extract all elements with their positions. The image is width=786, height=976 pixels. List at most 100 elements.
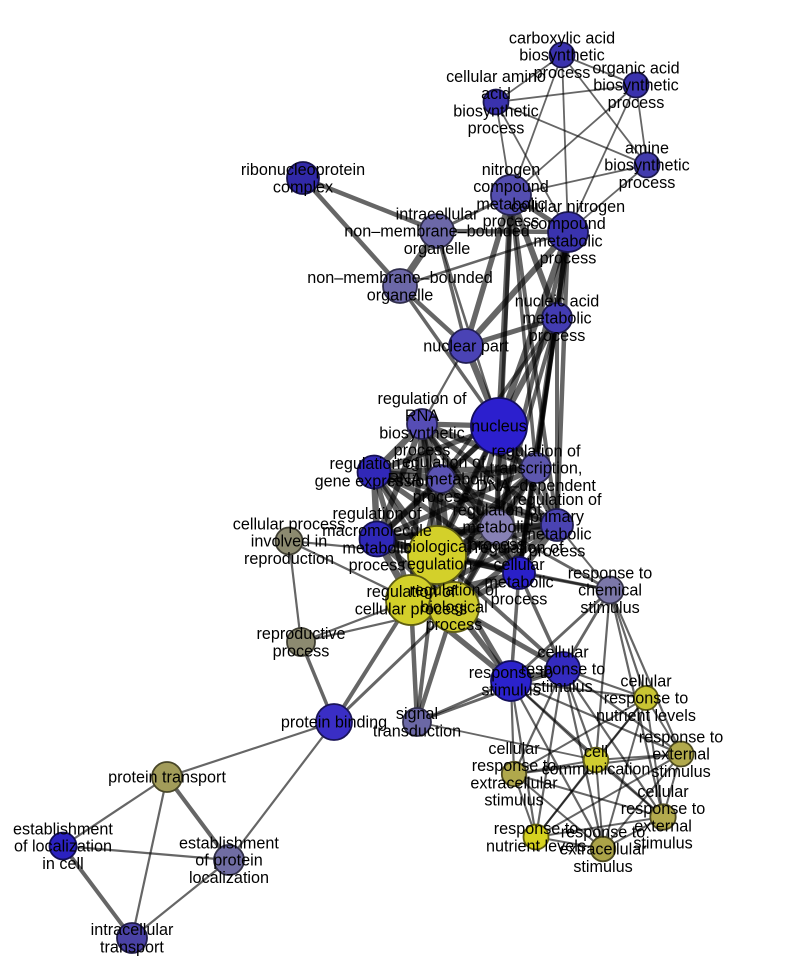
svg-text:protein binding: protein binding xyxy=(281,714,387,732)
svg-text:cell: cell xyxy=(584,743,608,761)
svg-text:process: process xyxy=(491,591,548,609)
svg-text:cellular process: cellular process xyxy=(355,600,467,618)
svg-text:process: process xyxy=(483,213,540,231)
svg-text:biosynthetic: biosynthetic xyxy=(604,157,689,175)
svg-text:metabolic: metabolic xyxy=(522,525,591,543)
svg-text:response to: response to xyxy=(568,565,653,583)
svg-text:external: external xyxy=(634,817,692,835)
svg-text:gene expression: gene expression xyxy=(315,472,434,490)
svg-text:process: process xyxy=(619,174,676,192)
svg-text:transduction: transduction xyxy=(373,722,461,740)
svg-text:in cell: in cell xyxy=(42,855,83,873)
svg-text:process: process xyxy=(349,557,406,575)
svg-text:cellular process: cellular process xyxy=(233,516,345,534)
svg-text:metabolic: metabolic xyxy=(476,195,545,213)
svg-text:RNA metabolic: RNA metabolic xyxy=(387,471,494,489)
svg-text:reproductive: reproductive xyxy=(256,625,345,643)
svg-text:transcription,: transcription, xyxy=(490,460,583,478)
svg-text:process: process xyxy=(273,642,330,660)
svg-text:biosynthetic: biosynthetic xyxy=(379,424,464,442)
svg-text:RNA: RNA xyxy=(405,407,439,425)
svg-text:regulation of: regulation of xyxy=(396,454,486,472)
svg-text:process: process xyxy=(468,120,525,138)
svg-text:cellular nitrogen: cellular nitrogen xyxy=(511,198,625,216)
svg-text:intracellular: intracellular xyxy=(396,206,479,224)
svg-text:intracellular: intracellular xyxy=(91,921,174,939)
svg-text:stimulus: stimulus xyxy=(633,835,692,853)
svg-text:organic acid: organic acid xyxy=(592,60,679,78)
svg-text:cellular: cellular xyxy=(620,673,672,691)
svg-text:process: process xyxy=(413,488,470,506)
svg-text:non–membrane–bounded: non–membrane–bounded xyxy=(344,223,529,241)
svg-text:cellular: cellular xyxy=(537,644,589,662)
svg-text:regulation of: regulation of xyxy=(377,390,467,408)
svg-text:chemical: chemical xyxy=(578,582,642,600)
svg-text:external: external xyxy=(652,746,710,764)
svg-text:regulation of: regulation of xyxy=(332,505,422,523)
svg-text:extracellular: extracellular xyxy=(470,774,558,792)
svg-text:protein transport: protein transport xyxy=(108,769,226,787)
svg-text:response to: response to xyxy=(472,757,557,775)
svg-text:establishment: establishment xyxy=(179,835,279,853)
svg-text:ribonucleoprotein: ribonucleoprotein xyxy=(241,161,365,179)
svg-text:stimulus: stimulus xyxy=(580,599,639,617)
svg-text:metabolic: metabolic xyxy=(342,539,411,557)
svg-text:carboxylic acid: carboxylic acid xyxy=(509,30,615,48)
svg-text:response to: response to xyxy=(604,690,689,708)
svg-text:regulation: regulation xyxy=(401,555,472,573)
svg-text:of protein: of protein xyxy=(195,852,263,870)
svg-text:biosynthetic: biosynthetic xyxy=(519,47,604,65)
svg-text:regulation of: regulation of xyxy=(512,491,602,509)
svg-text:regulation of: regulation of xyxy=(366,583,456,601)
svg-text:communication: communication xyxy=(542,760,651,778)
svg-text:compound: compound xyxy=(530,215,606,233)
svg-text:response to: response to xyxy=(521,661,606,679)
svg-text:nutrient levels: nutrient levels xyxy=(596,707,696,725)
svg-text:response to: response to xyxy=(494,820,579,838)
svg-text:cellular: cellular xyxy=(488,740,540,758)
svg-text:metabolic: metabolic xyxy=(484,573,553,591)
svg-text:metabolic: metabolic xyxy=(462,519,531,537)
svg-text:stimulus: stimulus xyxy=(484,792,543,810)
svg-text:response to: response to xyxy=(639,729,724,747)
svg-text:acid: acid xyxy=(481,85,511,103)
svg-text:cellular: cellular xyxy=(637,783,689,801)
svg-text:biosynthetic: biosynthetic xyxy=(453,102,538,120)
svg-text:process: process xyxy=(540,250,597,268)
svg-text:nucleic acid: nucleic acid xyxy=(515,293,600,311)
svg-text:process: process xyxy=(608,94,665,112)
svg-text:biosynthetic: biosynthetic xyxy=(593,77,678,95)
svg-text:process: process xyxy=(529,543,586,561)
svg-text:stimulus: stimulus xyxy=(651,763,710,781)
svg-text:metabolic: metabolic xyxy=(533,232,602,250)
svg-text:stimulus: stimulus xyxy=(573,858,632,876)
svg-text:response to: response to xyxy=(561,824,646,842)
svg-text:nuclear part: nuclear part xyxy=(423,338,509,356)
svg-text:nitrogen: nitrogen xyxy=(482,161,541,179)
svg-text:regulation of: regulation of xyxy=(329,455,419,473)
svg-text:complex: complex xyxy=(273,178,333,196)
svg-text:biological: biological xyxy=(403,538,471,556)
svg-text:regulation of: regulation of xyxy=(491,443,581,461)
svg-text:of localization: of localization xyxy=(14,838,112,856)
svg-text:response to: response to xyxy=(621,800,706,818)
svg-text:organelle: organelle xyxy=(404,240,471,258)
svg-text:biological: biological xyxy=(420,599,488,617)
svg-text:process: process xyxy=(469,536,526,554)
svg-text:nucleus: nucleus xyxy=(471,418,527,436)
svg-text:response to: response to xyxy=(469,664,554,682)
svg-text:transport: transport xyxy=(100,938,164,956)
svg-text:macromolecule: macromolecule xyxy=(322,522,432,540)
svg-text:regulation of: regulation of xyxy=(452,502,542,520)
svg-text:primary: primary xyxy=(530,508,585,526)
svg-text:DNA–dependent: DNA–dependent xyxy=(476,477,596,495)
svg-text:process: process xyxy=(426,616,483,634)
svg-text:regulation of: regulation of xyxy=(474,539,564,557)
svg-text:process: process xyxy=(394,442,451,460)
svg-text:compound: compound xyxy=(473,178,549,196)
svg-text:extracellular: extracellular xyxy=(559,841,647,859)
svg-text:cellular: cellular xyxy=(493,556,545,574)
svg-text:establishment: establishment xyxy=(13,821,113,839)
svg-text:cellular amino: cellular amino xyxy=(446,68,546,86)
svg-text:process: process xyxy=(534,64,591,82)
